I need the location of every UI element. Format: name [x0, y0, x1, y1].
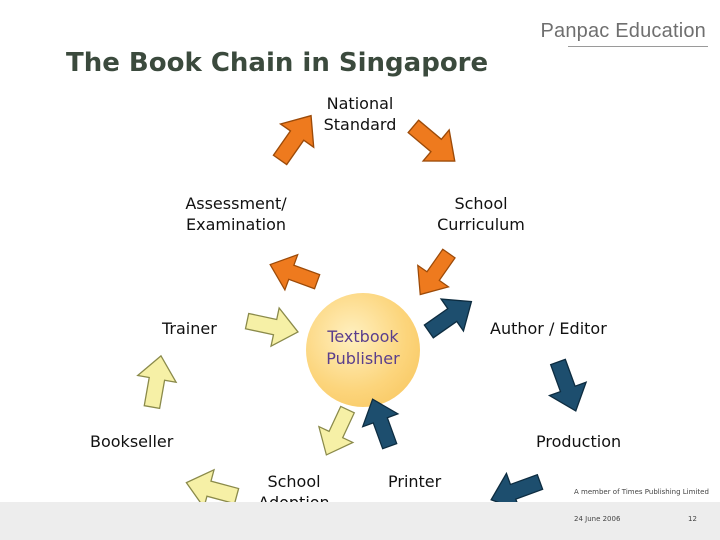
arrow-curriculum-to-publisher: [404, 242, 465, 306]
arrow-bookseller-to-trainer: [132, 351, 181, 412]
arrow-publisher-to-assessment: [263, 246, 325, 300]
arrow-publisher-to-author: [416, 284, 484, 349]
arrow-publisher-to-adoption: [308, 401, 366, 464]
arrow-printer-to-publisher: [354, 392, 408, 454]
page-title: The Book Chain in Singapore: [66, 48, 489, 78]
center-circle: [306, 293, 420, 407]
node-national-standard: National Standard: [323, 94, 397, 134]
footer-page-number: 12: [688, 515, 697, 523]
node-production: Production: [536, 432, 622, 451]
arrow-assessment-to-standard: [262, 103, 329, 173]
node-author-editor: Author / Editor: [490, 319, 607, 338]
node-bookseller: Bookseller: [90, 432, 174, 451]
arrow-standard-to-curriculum: [399, 110, 469, 178]
node-printer: Printer: [388, 472, 442, 491]
arrow-author-to-production: [539, 354, 595, 419]
footer-member-text: A member of Times Publishing Limited: [574, 488, 709, 496]
footer-date: 24 June 2006: [574, 515, 621, 523]
arrow-trainer-to-publisher: [242, 301, 303, 352]
node-trainer: Trainer: [162, 319, 217, 338]
footer-bar: [0, 502, 720, 540]
node-school-curriculum: School Curriculum: [437, 194, 525, 234]
node-assessment: Assessment/ Examination: [185, 194, 287, 234]
brand-underline: [568, 46, 708, 47]
center-label: Textbook Publisher: [326, 327, 400, 368]
brand-logo: Panpac Education: [540, 20, 706, 42]
